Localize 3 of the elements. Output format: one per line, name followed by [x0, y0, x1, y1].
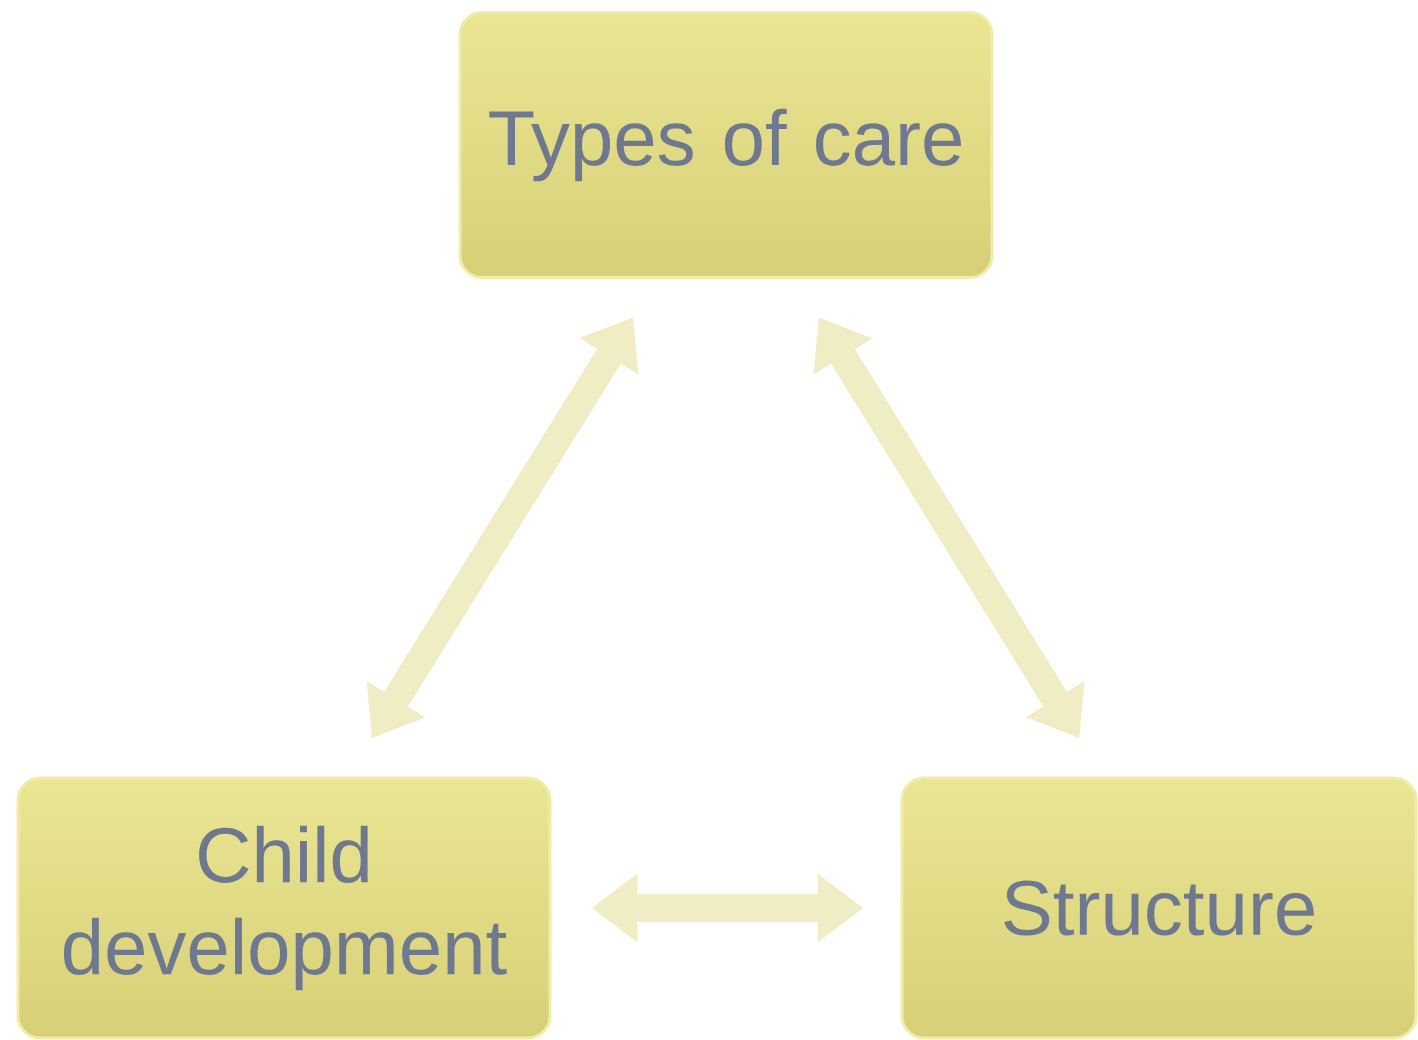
process-box: Structure — [900, 776, 1418, 1040]
process-box: Types of care — [458, 11, 994, 279]
process-box: Child development — [16, 776, 552, 1040]
